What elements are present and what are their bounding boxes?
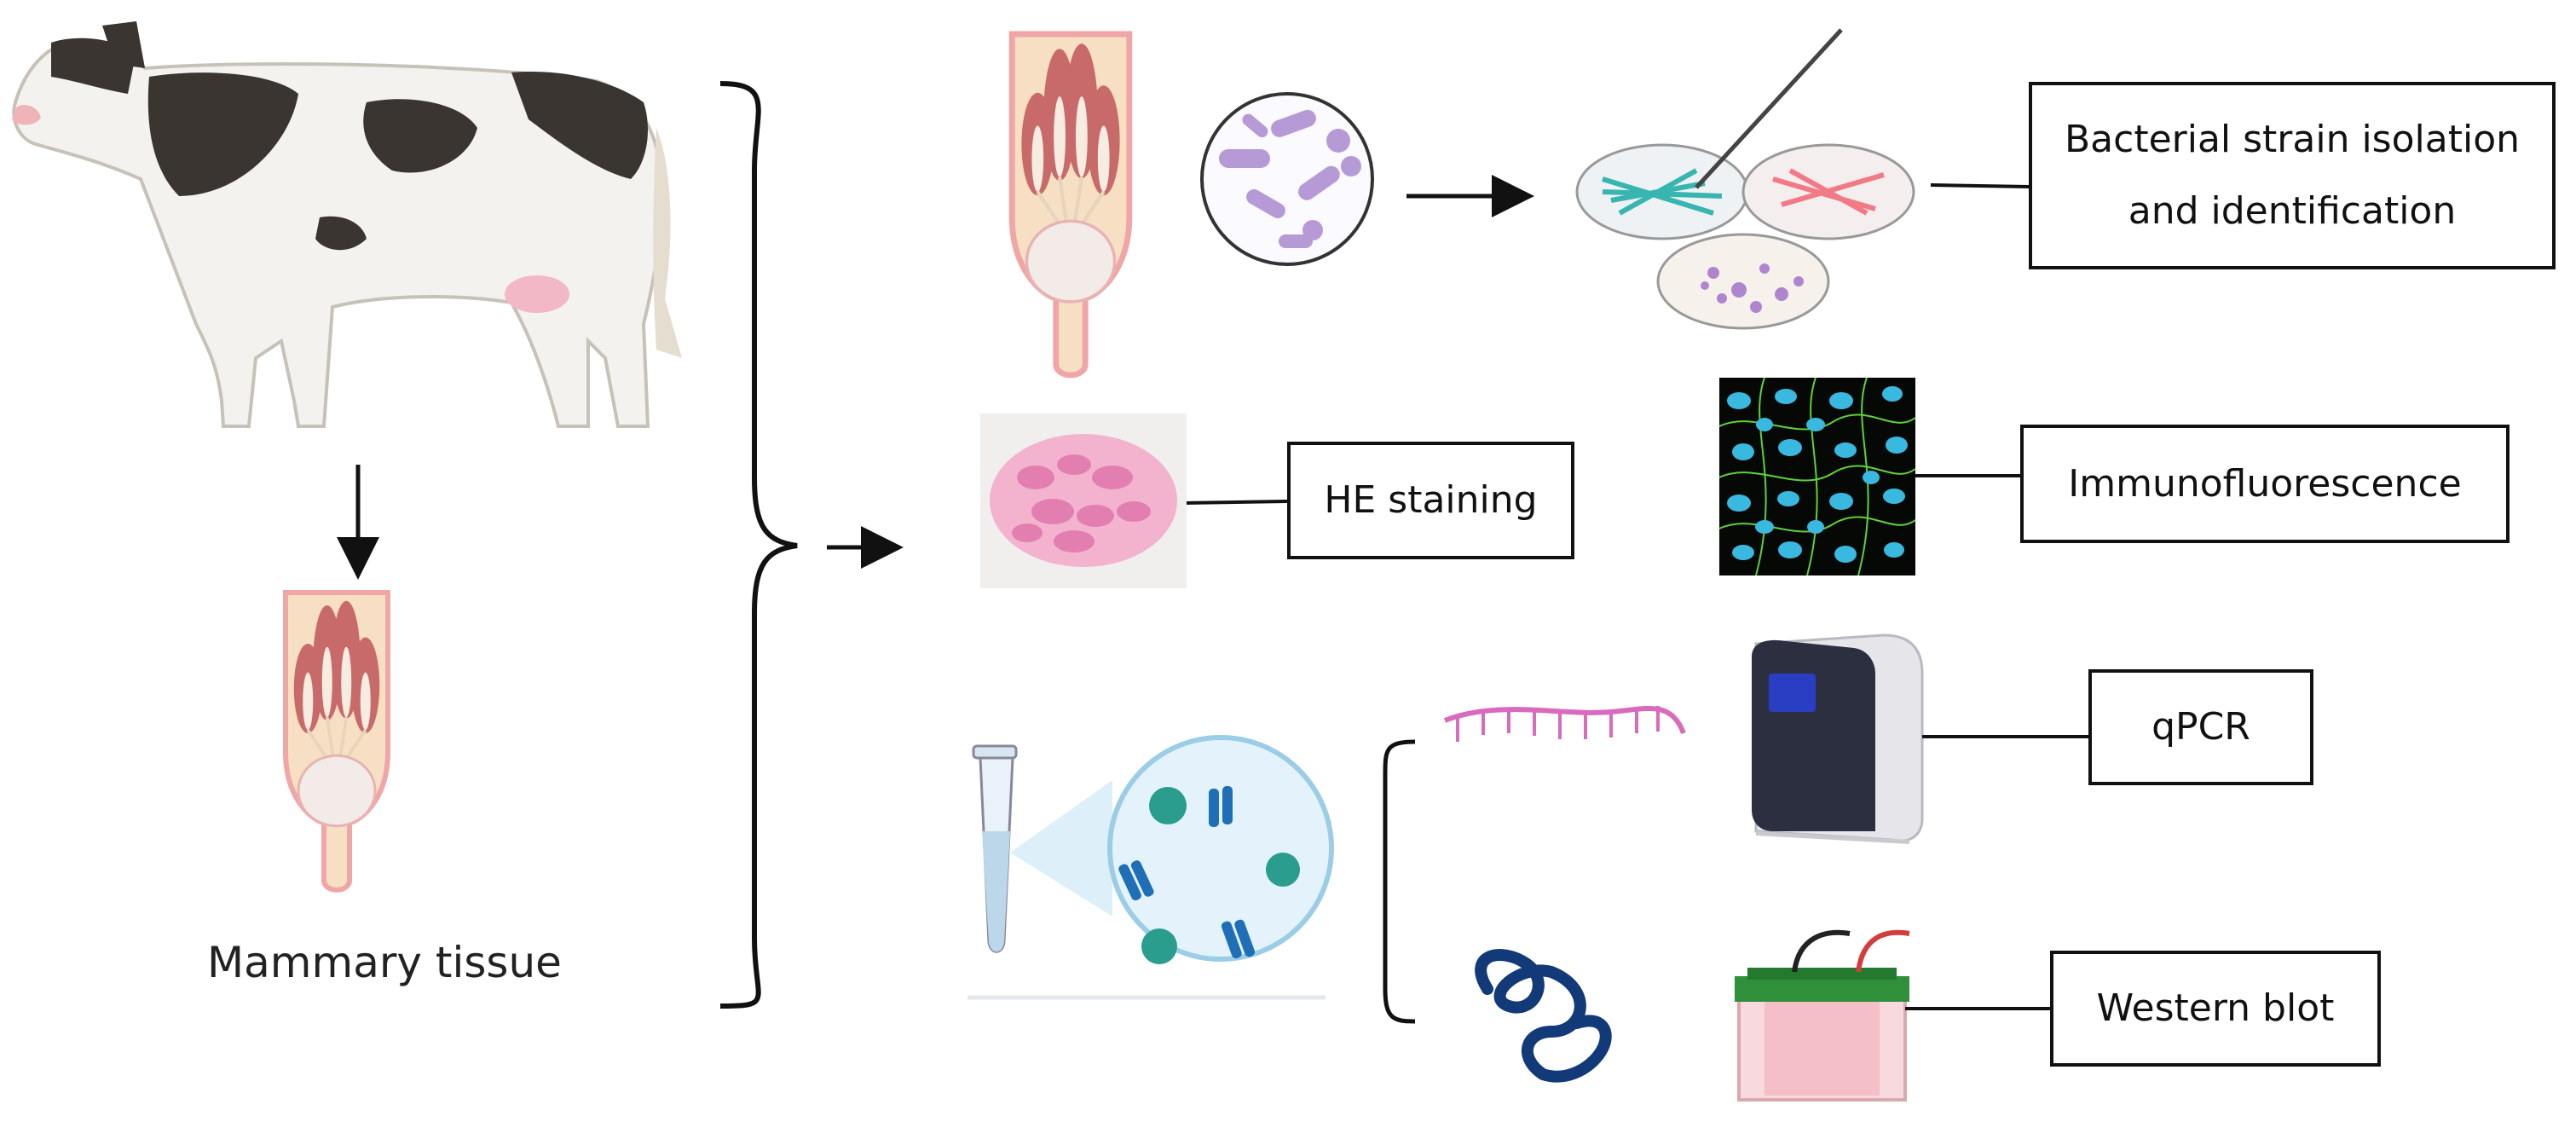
immunofluorescence-label: Immunofluorescence (2068, 461, 2462, 506)
qpcr-machine-illustration (1752, 633, 1924, 844)
western-blot-tank-illustration (1735, 929, 1910, 1102)
rna-strand-icon (1443, 706, 1686, 742)
petri-dishes-illustration (1575, 28, 1915, 330)
connector-he (1186, 500, 1288, 505)
microbes-circle-illustration (1200, 92, 1374, 266)
immunofluorescence-image-illustration (1718, 377, 1916, 576)
bacterial-label-line-1: Bacterial strain isolation (2064, 118, 2520, 162)
bacterial-label-line-2: and identification (2128, 189, 2457, 233)
connector-bacterial (1930, 183, 2030, 188)
western-blot-box: Western blot (2050, 951, 2381, 1067)
mammary-gland-illustration (286, 593, 388, 890)
source-label: Mammary tissue (207, 938, 562, 987)
he-stained-section-illustration (980, 414, 1187, 588)
qpcr-label: qPCR (2151, 705, 2250, 749)
cow-illustration (12, 21, 682, 428)
immunofluorescence-box: Immunofluorescence (2020, 425, 2510, 543)
sample-tube-illustration (967, 735, 1334, 1000)
he-staining-box: HE staining (1287, 442, 1574, 559)
he-staining-label: HE staining (1324, 478, 1538, 523)
bacterial-isolation-box: Bacterial strain isolation and identific… (2029, 82, 2556, 269)
mammary-gland-small (1012, 34, 1129, 375)
molecule-brace (1383, 739, 1416, 1024)
western-blot-label: Western blot (2096, 986, 2335, 1031)
qpcr-box: qPCR (2088, 669, 2313, 785)
protein-chain-icon (1475, 949, 1612, 1083)
grouping-brace (719, 81, 798, 1009)
